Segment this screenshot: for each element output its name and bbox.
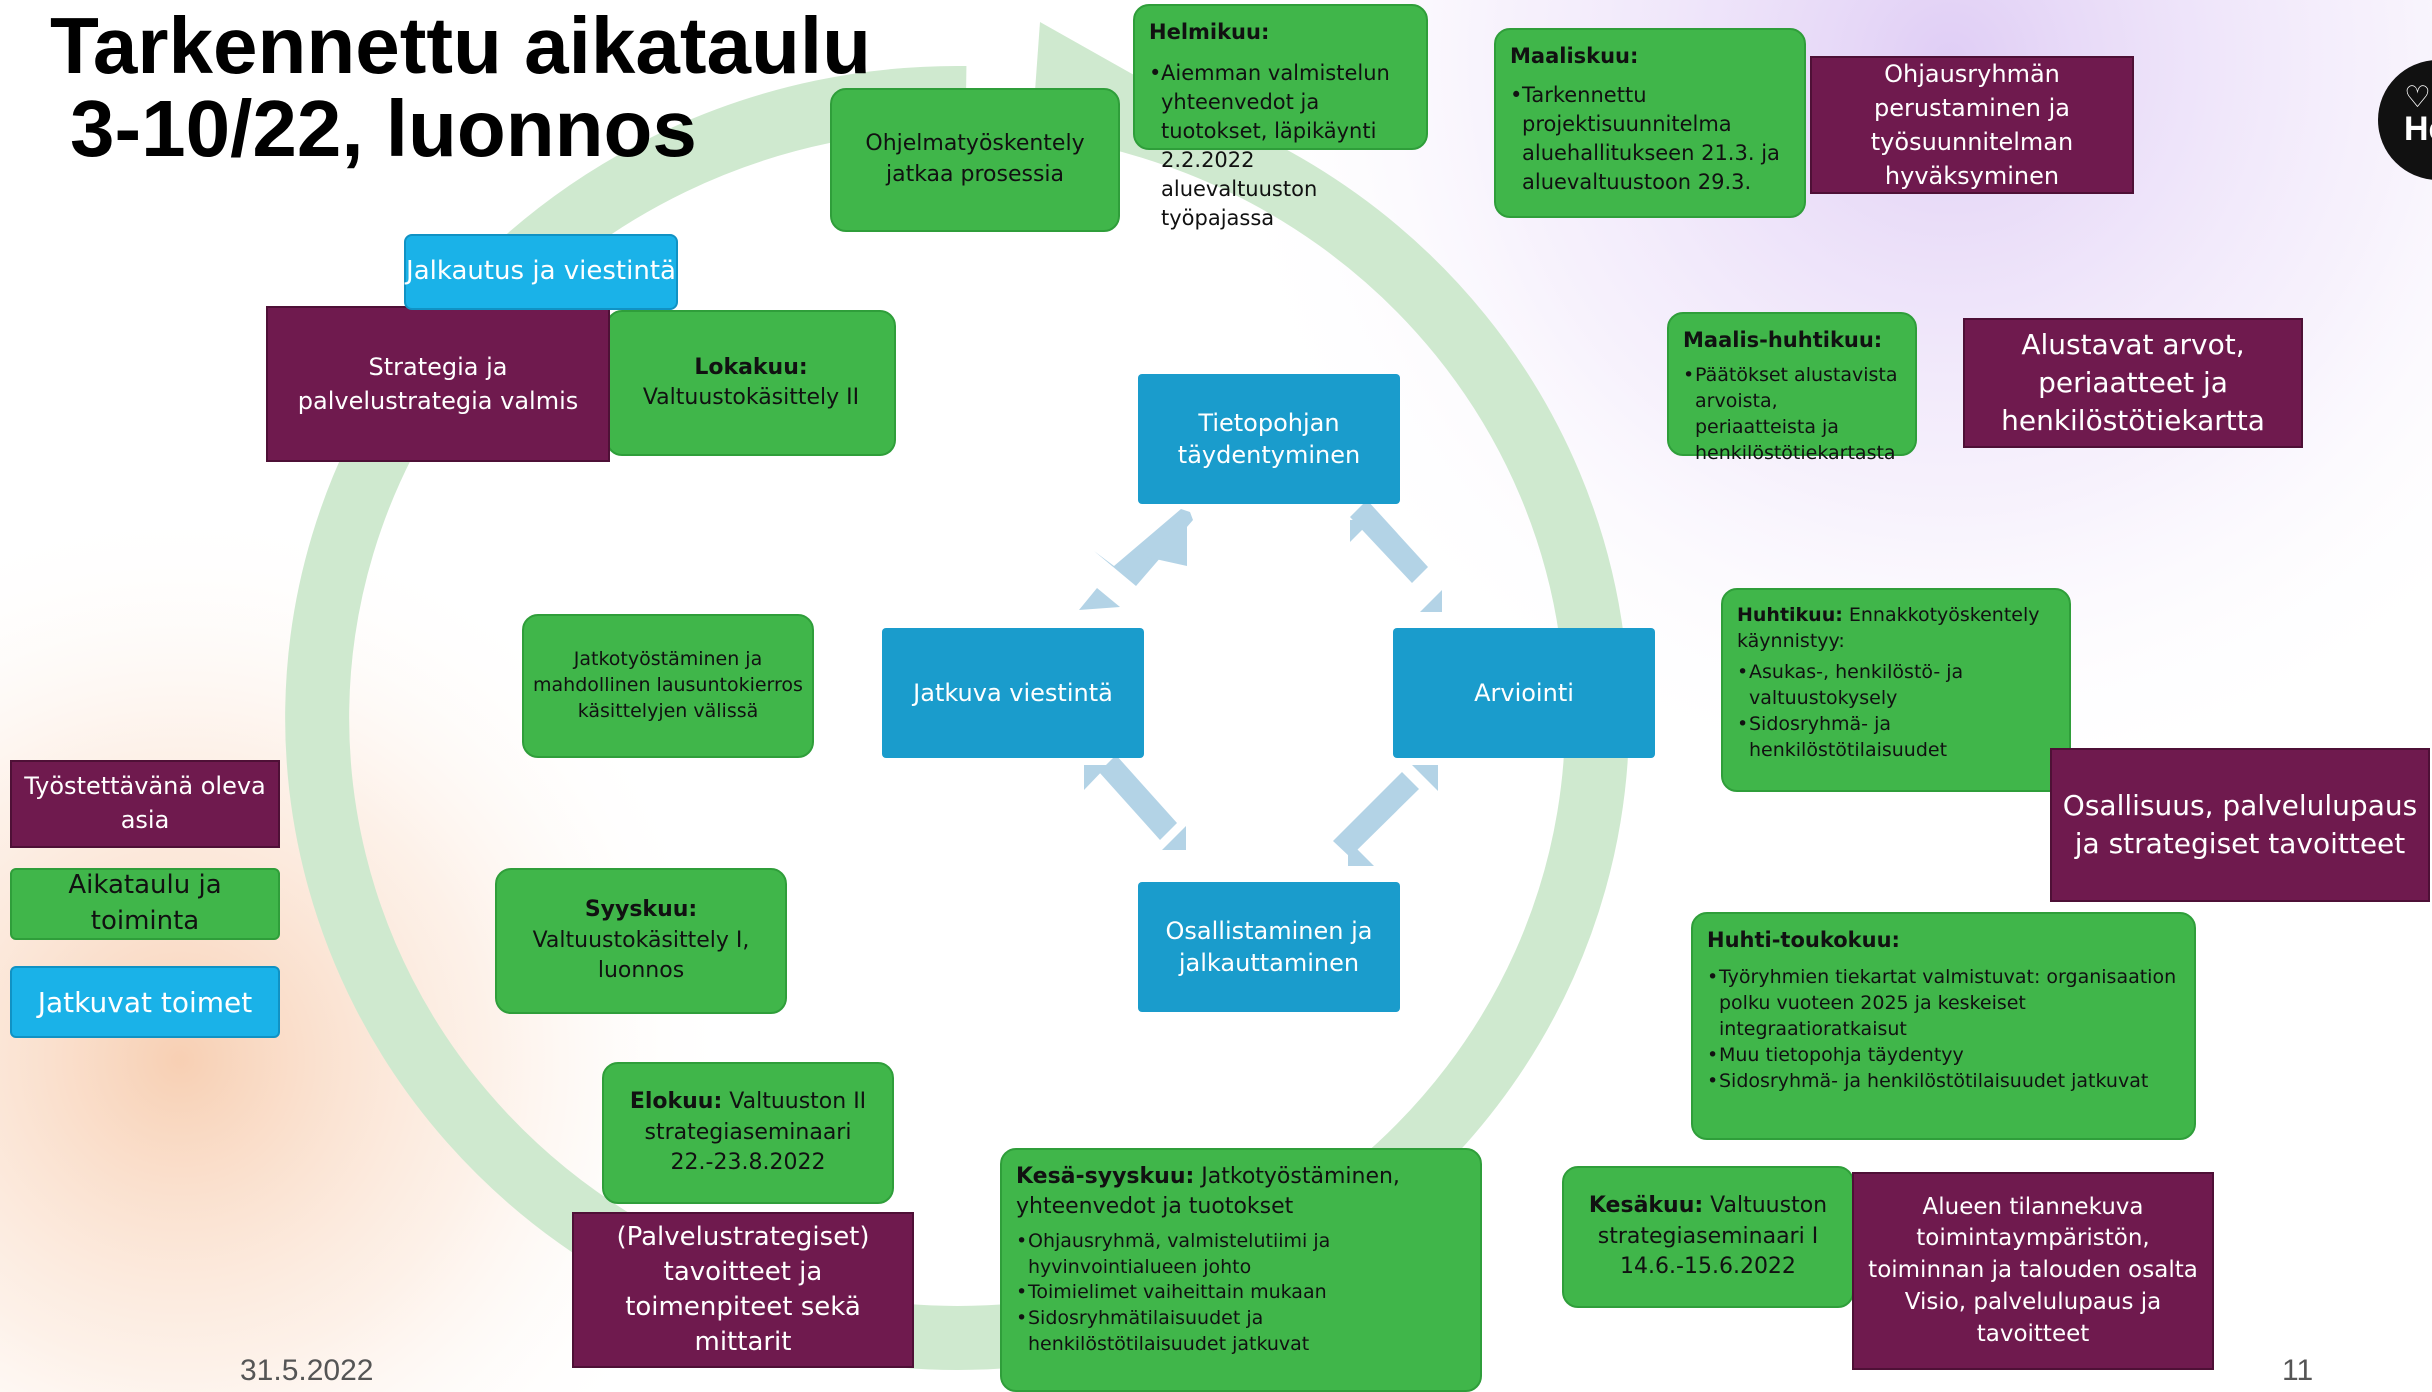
- legend-item-tyostettava: Työstettävänä oleva asia: [10, 760, 280, 848]
- step-bullet: •Sidosryhmä- ja henkilöstötilaisuudet ja…: [1707, 1069, 2180, 1095]
- bullet-text: Sidosryhmä- ja henkilöstötilaisuudet jat…: [1719, 1069, 2149, 1092]
- step-lead: Jatkotyöstäminen, yhteenvedot ja tuotoks…: [1016, 1164, 1400, 1220]
- step-lead: Ennakkotyöskentely käynnistyy:: [1737, 604, 2040, 653]
- purple-ohjausryhma: Ohjausryhmän perustaminen ja työsuunnite…: [1810, 56, 2134, 194]
- purple-text: Alueen tilannekuva toimintaympäristön, t…: [1868, 1193, 2198, 1347]
- step-heading: Helmikuu:: [1149, 20, 1270, 44]
- bullet-text: Aiemman valmistelun yhteenvedot ja tuoto…: [1161, 60, 1390, 230]
- purple-text: Ohjausryhmän perustaminen ja työsuunnite…: [1870, 59, 2074, 191]
- step-kesa-syyskuu: Kesä-syyskuu: Jatkotyöstäminen, yhteenve…: [1000, 1148, 1482, 1392]
- purple-text: Osallisuus, palvelulupaus ja strategiset…: [2062, 789, 2418, 860]
- legend-item-jatkuvat: Jatkuvat toimet: [10, 966, 280, 1038]
- purple-strategia-valmis: Strategia ja palvelustrategia valmis: [266, 306, 610, 462]
- step-jatkotyostaminen: Jatkotyöstäminen ja mahdollinen lausunto…: [522, 614, 814, 758]
- step-text: Valtuuston II strategiaseminaari 22.-23.…: [644, 1089, 867, 1176]
- bullet-text: Päätökset alustavista arvoista, periaatt…: [1695, 364, 1898, 464]
- page-number: 11: [2282, 1354, 2314, 1387]
- footer-date: 31.5.2022: [240, 1354, 374, 1387]
- step-bullet: •Muu tietopohja täydentyy: [1707, 1043, 2180, 1069]
- bullet-text: Muu tietopohja täydentyy: [1719, 1043, 1964, 1066]
- heart-icon: ♡: [2404, 80, 2431, 115]
- bullet-text: Sidosryhmätilaisuudet ja henkilöstötilai…: [1028, 1307, 1310, 1356]
- bullet-text: Ohjausryhmä, valmistelutiimi ja hyvinvoi…: [1028, 1229, 1331, 1278]
- step-maaliskuu: Maaliskuu: •Tarkennettu projektisuunnite…: [1494, 28, 1806, 218]
- step-heading: Kesä-syyskuu:: [1016, 1164, 1195, 1189]
- step-bullet: •Päätökset alustavista arvoista, periaat…: [1683, 363, 1901, 466]
- purple-text: Alustavat arvot, periaatteet ja henkilös…: [2001, 328, 2265, 437]
- step-elokuu: Elokuu: Valtuuston II strategiaseminaari…: [602, 1062, 894, 1204]
- step-heading: Elokuu:: [629, 1089, 723, 1115]
- step-text: Valtuustokäsittely I, luonnos: [532, 927, 750, 984]
- step-bullet: •Sidosryhmä- ja henkilöstötilaisuudet: [1737, 712, 2055, 764]
- step-maalis-huhtikuu: Maalis-huhtikuu: •Päätökset alustavista …: [1667, 312, 1917, 464]
- center-label: Arviointi: [1474, 678, 1574, 707]
- step-lokakuu: Lokakuu: Valtuustokäsittely II: [606, 310, 896, 456]
- step-bullet: •Tarkennettu projektisuunnitelma aluehal…: [1510, 81, 1790, 197]
- step-syyskuu: Syyskuu: Valtuustokäsittely I, luonnos: [495, 868, 787, 1014]
- step-heading: Kesäkuu:: [1588, 1193, 1704, 1219]
- purple-text: (Palvelustrategiset) tavoitteet ja toime…: [616, 1221, 870, 1358]
- legend-label: Jatkuvat toimet: [37, 985, 253, 1019]
- step-text: Valtuuston strategiaseminaari I 14.6.-15…: [1597, 1193, 1828, 1280]
- step-huhti-toukokuu: Huhti-toukokuu: •Työryhmien tiekartat va…: [1691, 912, 2196, 1140]
- cyan-text: Jalkautus ja viestintä: [406, 256, 676, 287]
- center-tietopohja: Tietopohjan täydentyminen: [1138, 374, 1400, 504]
- step-huhtikuu: Huhtikuu: Ennakkotyöskentely käynnistyy:…: [1721, 588, 2071, 792]
- step-heading: Syyskuu:: [584, 897, 698, 923]
- step-bullet: •Sidosryhmätilaisuudet ja henkilöstötila…: [1016, 1306, 1466, 1358]
- center-label: Osallistaminen ja jalkauttaminen: [1165, 916, 1373, 977]
- step-text: Ohjelmatyöskentely jatkaa prosessia: [865, 131, 1085, 187]
- step-helmikuu: Helmikuu: •Aiemman valmistelun yhteenved…: [1133, 4, 1428, 230]
- purple-osallisuus: Osallisuus, palvelulupaus ja strategiset…: [2050, 748, 2430, 902]
- step-bullet: •Työryhmien tiekartat valmistuvat: organ…: [1707, 965, 2180, 1042]
- step-bullet: •Toimielimet vaiheittain mukaan: [1016, 1280, 1466, 1306]
- bullet-text: Toimielimet vaiheittain mukaan: [1028, 1281, 1327, 1304]
- purple-text: Strategia ja palvelustrategia valmis: [297, 352, 579, 415]
- slide-title: Tarkennettu aikataulu 3-10/22, luonnos: [50, 1, 871, 174]
- step-heading: Maalis-huhtikuu:: [1683, 328, 1883, 352]
- bullet-text: Tarkennettu projektisuunnitelma aluehall…: [1522, 82, 1780, 194]
- purple-alustavat: Alustavat arvot, periaatteet ja henkilös…: [1963, 318, 2303, 448]
- logo-text: He: [2404, 110, 2432, 148]
- title-line-2: 3-10/22, luonnos: [70, 84, 697, 174]
- step-ohjelmatyoskentely: Ohjelmatyöskentely jatkaa prosessia: [830, 88, 1120, 232]
- bullet-text: Asukas-, henkilöstö- ja valtuustokysely: [1749, 661, 1964, 710]
- title-line-1: Tarkennettu aikataulu: [50, 1, 871, 90]
- purple-alueen-tilannekuva: Alueen tilannekuva toimintaympäristön, t…: [1852, 1172, 2214, 1370]
- center-viestinta: Jatkuva viestintä: [882, 628, 1144, 758]
- step-text: Valtuustokäsittely II: [642, 385, 860, 410]
- bullet-text: Sidosryhmä- ja henkilöstötilaisuudet: [1749, 713, 1948, 761]
- center-osallistaminen: Osallistaminen ja jalkauttaminen: [1138, 882, 1400, 1012]
- step-heading: Maaliskuu:: [1510, 44, 1639, 68]
- step-kesakuu: Kesäkuu: Valtuuston strategiaseminaari I…: [1562, 1166, 1854, 1308]
- legend-label: Aikataulu ja toiminta: [68, 870, 222, 936]
- center-label: Jatkuva viestintä: [913, 678, 1113, 707]
- step-bullet: •Asukas-, henkilöstö- ja valtuustokysely: [1737, 660, 2055, 712]
- center-label: Tietopohjan täydentyminen: [1177, 408, 1361, 469]
- bullet-text: Työryhmien tiekartat valmistuvat: organi…: [1719, 966, 2177, 1041]
- center-arviointi: Arviointi: [1393, 628, 1655, 758]
- legend-item-aikataulu: Aikataulu ja toiminta: [10, 868, 280, 940]
- step-bullet: •Aiemman valmistelun yhteenvedot ja tuot…: [1149, 59, 1412, 233]
- step-text: Jatkotyöstäminen ja mahdollinen lausunto…: [533, 648, 803, 722]
- step-heading: Huhtikuu:: [1737, 604, 1843, 626]
- step-heading: Huhti-toukokuu:: [1707, 928, 1900, 952]
- cyan-jalkautus: Jalkautus ja viestintä: [404, 234, 678, 310]
- step-heading: Lokakuu:: [694, 354, 808, 380]
- step-bullet: •Ohjausryhmä, valmistelutiimi ja hyvinvo…: [1016, 1229, 1466, 1281]
- purple-palvelustrategiset: (Palvelustrategiset) tavoitteet ja toime…: [572, 1212, 914, 1368]
- legend-label: Työstettävänä oleva asia: [24, 772, 266, 834]
